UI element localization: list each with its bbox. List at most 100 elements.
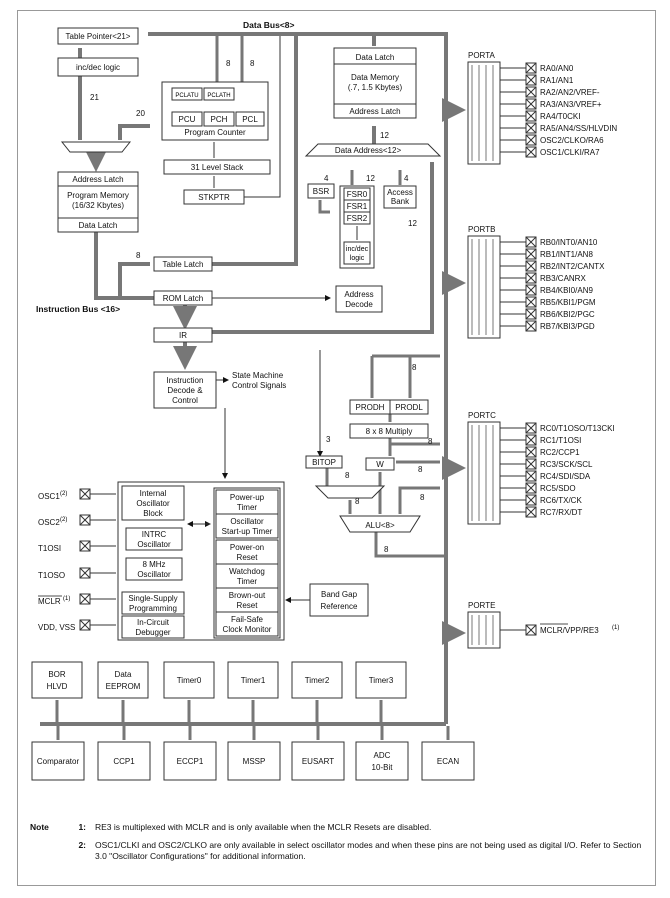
- svg-text:T1OSI: T1OSI: [38, 544, 61, 553]
- svg-text:BOR: BOR: [48, 670, 66, 679]
- porta-pin: RA5/AN4/SS/HLVDIN: [500, 122, 617, 134]
- portc-pin-label: RC3/SCK/SCL: [540, 460, 593, 469]
- svg-text:12: 12: [366, 174, 375, 183]
- porte-pin: MCLR/VPP/RE3 (1): [500, 623, 619, 636]
- porta-pin: RA2/AN2/VREF-: [500, 86, 600, 98]
- svg-text:(2): (2): [60, 491, 67, 497]
- portb-pin-label: RB2/INT2/CANTX: [540, 262, 605, 271]
- portb-pin-label: RB3/CANRX: [540, 274, 586, 283]
- instruction-register: IR: [153, 327, 213, 343]
- svg-text:Timer1: Timer1: [241, 676, 266, 685]
- portc-pin-label: RC6/TX/CK: [540, 496, 582, 505]
- svg-text:Data Memory: Data Memory: [351, 73, 399, 82]
- svg-text:Block: Block: [143, 509, 164, 518]
- w-register: W: [365, 457, 395, 471]
- porta-pin-label: RA5/AN4/SS/HLVDIN: [540, 124, 617, 133]
- portc-block: PORTCRC0/T1OSO/T13CKIRC1/T1OSIRC2/CCP1RC…: [467, 411, 615, 525]
- level-stack: 31 Level Stack STKPTR: [163, 36, 281, 205]
- portb-pin-label: RB6/KBI2/PGC: [540, 310, 595, 319]
- program-mux: [60, 141, 132, 153]
- svg-text:Timer3: Timer3: [369, 676, 394, 685]
- svg-text:8: 8: [355, 497, 360, 506]
- portb-pin-label: RB5/KBI1/PGM: [540, 298, 596, 307]
- note-2-number: 2:: [78, 839, 86, 850]
- portb-pin: RB7/KBI3/PGD: [500, 320, 595, 332]
- svg-text:8: 8: [428, 437, 433, 446]
- svg-text:Brown-out: Brown-out: [229, 591, 266, 600]
- portb-pin-label: RB7/KBI3/PGD: [540, 322, 595, 331]
- svg-text:Instruction: Instruction: [167, 376, 204, 385]
- portc-pin: RC1/T1OSI: [500, 434, 581, 446]
- svg-text:20: 20: [136, 109, 145, 118]
- svg-text:Oscillator: Oscillator: [230, 517, 264, 526]
- bitop: BITOP: [305, 455, 343, 469]
- multiplier: 8 x 8 Multiply: [349, 423, 429, 439]
- portc-pin: RC4/SDI/SDA: [500, 470, 591, 482]
- svg-text:MSSP: MSSP: [243, 757, 266, 766]
- alu-mux: [314, 485, 386, 499]
- portc-pin: RC0/T1OSO/T13CKI: [500, 422, 615, 434]
- svg-text:OSC2: OSC2: [38, 518, 60, 527]
- svg-text:PCLATH: PCLATH: [207, 93, 230, 99]
- svg-text:PCL: PCL: [242, 115, 258, 124]
- porta-pin-label: OSC2/CLKO/RA6: [540, 136, 604, 145]
- svg-text:ECAN: ECAN: [437, 757, 459, 766]
- svg-text:Oscillator: Oscillator: [137, 540, 171, 549]
- svg-text:Clock Monitor: Clock Monitor: [223, 625, 272, 634]
- porta-pin-label: RA3/AN3/VREF+: [540, 100, 602, 109]
- svg-text:FSR0: FSR0: [347, 190, 368, 199]
- svg-text:MCLR: MCLR: [38, 597, 61, 606]
- program-counter: PCLATU PCLATH PCU PCH PCL Program Counte…: [161, 81, 269, 141]
- svg-text:Band Gap: Band Gap: [321, 590, 358, 599]
- portb-pin-label: RB4/KBI0/AN9: [540, 286, 593, 295]
- svg-text:(1): (1): [63, 596, 70, 602]
- svg-text:Oscillator: Oscillator: [136, 499, 170, 508]
- svg-text:21: 21: [90, 93, 99, 102]
- table-latch: Table Latch: [153, 256, 213, 272]
- instruction-decode: Instruction Decode & Control State Machi…: [153, 371, 286, 479]
- portc-pin-label: RC2/CCP1: [540, 448, 580, 457]
- portb-pin-label: RB0/INT0/AN10: [540, 238, 598, 247]
- portb-pin: RB6/KBI2/PGC: [500, 308, 595, 320]
- product-registers: PRODH PRODL: [349, 399, 429, 415]
- porte-pin-label: MCLR/VPP/RE3: [540, 626, 599, 635]
- portc-pin-label: RC4/SDI/SDA: [540, 472, 591, 481]
- porta-pin: RA0/AN0: [500, 62, 574, 74]
- svg-text:Power-on: Power-on: [230, 543, 264, 552]
- svg-text:(.7, 1.5 Kbytes): (.7, 1.5 Kbytes): [348, 83, 403, 92]
- svg-text:12: 12: [408, 219, 417, 228]
- portc-pin: RC5/SDO: [500, 482, 576, 494]
- peripheral-bottom: ECCP1: [163, 726, 217, 781]
- svg-text:8: 8: [250, 59, 255, 68]
- peripheral-bottom: ECAN: [421, 726, 475, 781]
- svg-text:(16/32 Kbytes): (16/32 Kbytes): [72, 201, 124, 210]
- portb-pin: RB2/INT2/CANTX: [500, 260, 605, 272]
- data-address-mux: [304, 143, 442, 157]
- address-decode: Address Decode: [335, 285, 383, 313]
- porta-block: PORTARA0/AN0RA1/AN1RA2/AN2/VREF-RA3/AN3/…: [467, 51, 617, 165]
- portc-pin: RC6/TX/CK: [500, 494, 582, 506]
- portc-pin-label: RC7/RX/DT: [540, 508, 582, 517]
- svg-text:Oscillator: Oscillator: [137, 570, 171, 579]
- svg-text:INTRC: INTRC: [142, 530, 167, 539]
- intrc-oscillator: INTRC Oscillator: [125, 527, 183, 551]
- porte-pin-sup: (1): [612, 625, 619, 631]
- svg-text:8: 8: [384, 545, 389, 554]
- alu: [339, 515, 421, 533]
- peripheral-top: Timer3: [355, 661, 407, 722]
- note-label: Note: [30, 822, 49, 832]
- svg-text:Address: Address: [344, 290, 373, 299]
- svg-text:PRODL: PRODL: [395, 403, 423, 412]
- svg-text:EUSART: EUSART: [302, 757, 334, 766]
- portc-pin: RC3/SCK/SCL: [500, 458, 593, 470]
- porta-pin: RA3/AN3/VREF+: [500, 98, 602, 110]
- portb-pin-label: RB1/INT1/AN8: [540, 250, 593, 259]
- fsr-registers: FSR0 FSR1 FSR2 inc/dec logic: [339, 185, 375, 269]
- portc-pin-label: RC0/T1OSO/T13CKI: [540, 424, 615, 433]
- block-diagram: Data Bus<8> Instruction Bus <16> Table P…: [31, 20, 619, 781]
- svg-text:ROM Latch: ROM Latch: [163, 294, 203, 303]
- svg-text:Fail-Safe: Fail-Safe: [231, 615, 264, 624]
